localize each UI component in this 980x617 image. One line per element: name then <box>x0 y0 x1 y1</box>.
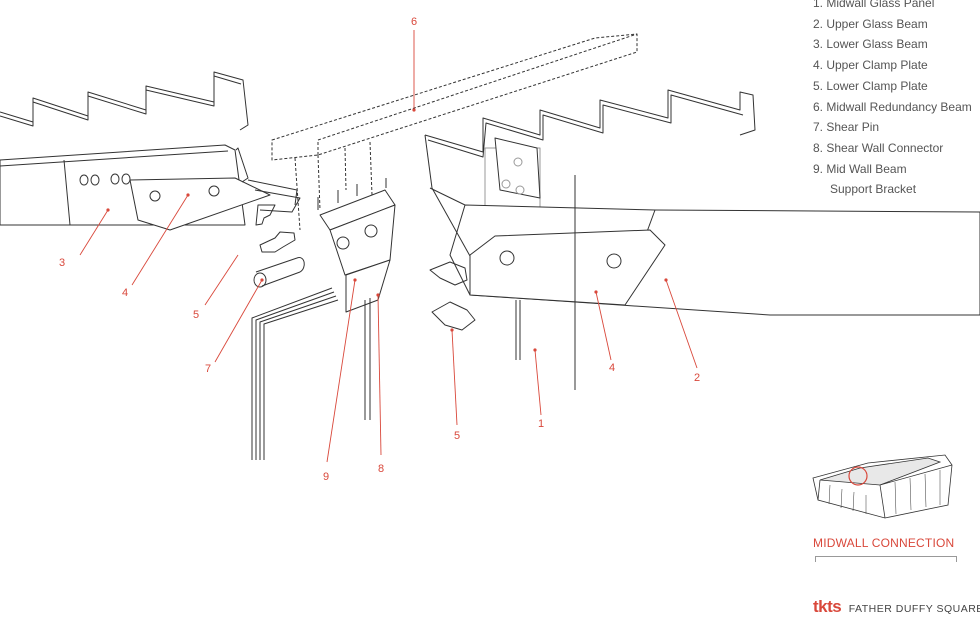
callout-labels: 6 3 4 5 7 9 8 5 1 4 2 <box>59 16 700 483</box>
redundancy-beam <box>271 33 638 231</box>
legend-item: 1. Midwall Glass Panel <box>813 0 935 10</box>
diagram-title: MIDWALL CONNECTION <box>813 536 955 550</box>
callout-1: 1 <box>538 418 544 430</box>
right-lower-clamp <box>429 261 476 331</box>
left-glass-steps <box>0 71 249 131</box>
left-beam-bolts <box>79 173 131 186</box>
shear-wall-connector <box>317 178 396 420</box>
tkts-logo: tkts <box>813 597 842 616</box>
callout-4-right: 4 <box>609 362 615 374</box>
location-name: FATHER DUFFY SQUARE <box>848 603 980 615</box>
key-plan-highlight <box>848 466 868 486</box>
callout-2: 2 <box>694 372 700 384</box>
title-underline <box>815 556 957 562</box>
callout-9: 9 <box>323 471 329 483</box>
legend-item: 7. Shear Pin <box>813 120 880 135</box>
callout-5-left: 5 <box>193 309 199 321</box>
legend-item: 9. Mid Wall Beam <box>813 161 907 176</box>
legend-item-continuation: Support Bracket <box>830 182 917 197</box>
right-ghost-fin <box>484 137 541 239</box>
left-upper-clamp-plate <box>129 177 271 231</box>
callout-4-left: 4 <box>122 287 128 299</box>
legend-item: 3. Lower Glass Beam <box>813 37 928 52</box>
callout-8: 8 <box>378 463 384 475</box>
right-glass-steps <box>424 89 756 189</box>
legend-item: 2. Upper Glass Beam <box>813 16 928 31</box>
legend-item: 6. Midwall Redundancy Beam <box>813 99 972 114</box>
callout-6: 6 <box>411 16 417 28</box>
callout-leaders <box>79 30 698 463</box>
legend-item: 4. Upper Clamp Plate <box>813 58 928 73</box>
callout-dots <box>106 108 668 352</box>
legend-item: 5. Lower Clamp Plate <box>813 78 928 93</box>
right-glass-wall <box>515 175 576 390</box>
parts-legend: 1. Midwall Glass Panel 2. Upper Glass Be… <box>813 0 972 200</box>
key-plan-thumbnail <box>812 454 953 519</box>
left-glass-wall <box>251 287 339 460</box>
right-upper-clamp-plate <box>469 229 666 306</box>
callout-5-right: 5 <box>454 430 460 442</box>
brand-footer: tkts FATHER DUFFY SQUARE <box>813 597 980 617</box>
callout-3: 3 <box>59 257 65 269</box>
shear-pin <box>253 257 305 288</box>
callout-7: 7 <box>205 363 211 375</box>
legend-item: 8. Shear Wall Connector <box>813 140 944 155</box>
left-lower-clamp <box>255 204 296 253</box>
